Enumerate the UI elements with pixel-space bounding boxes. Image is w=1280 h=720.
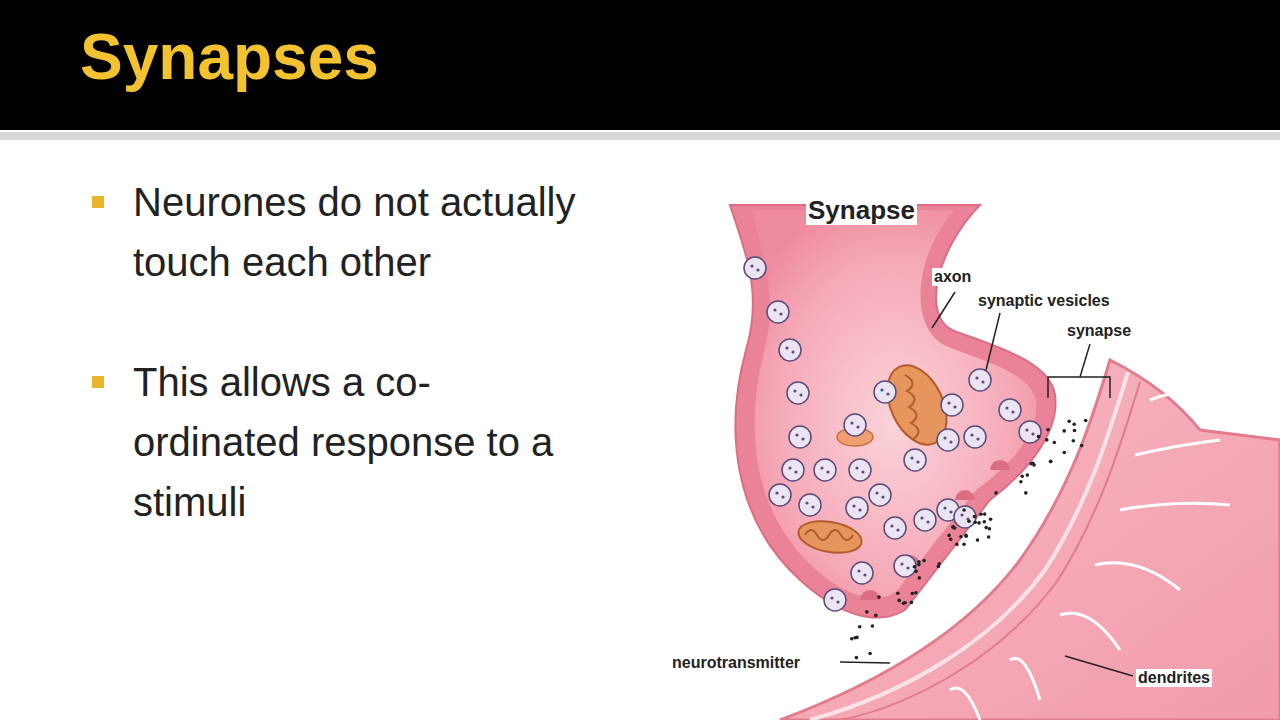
part-label: synaptic vesicles <box>976 292 1112 310</box>
part-label: axon <box>932 268 973 286</box>
part-label: dendrites <box>1136 669 1212 687</box>
slide-title: Synapses <box>80 20 379 94</box>
header-rule <box>0 132 1280 140</box>
part-label: neurotransmitter <box>670 654 802 672</box>
part-label: synapse <box>1065 322 1133 340</box>
bullet-marker <box>92 196 104 208</box>
diagram-heading: Synapse <box>806 195 917 225</box>
bullet-marker <box>92 376 104 388</box>
bullet-text: This allows a co-ordinated response to a… <box>133 352 588 532</box>
bullet-text: Neurones do not actually touch each othe… <box>133 172 588 292</box>
